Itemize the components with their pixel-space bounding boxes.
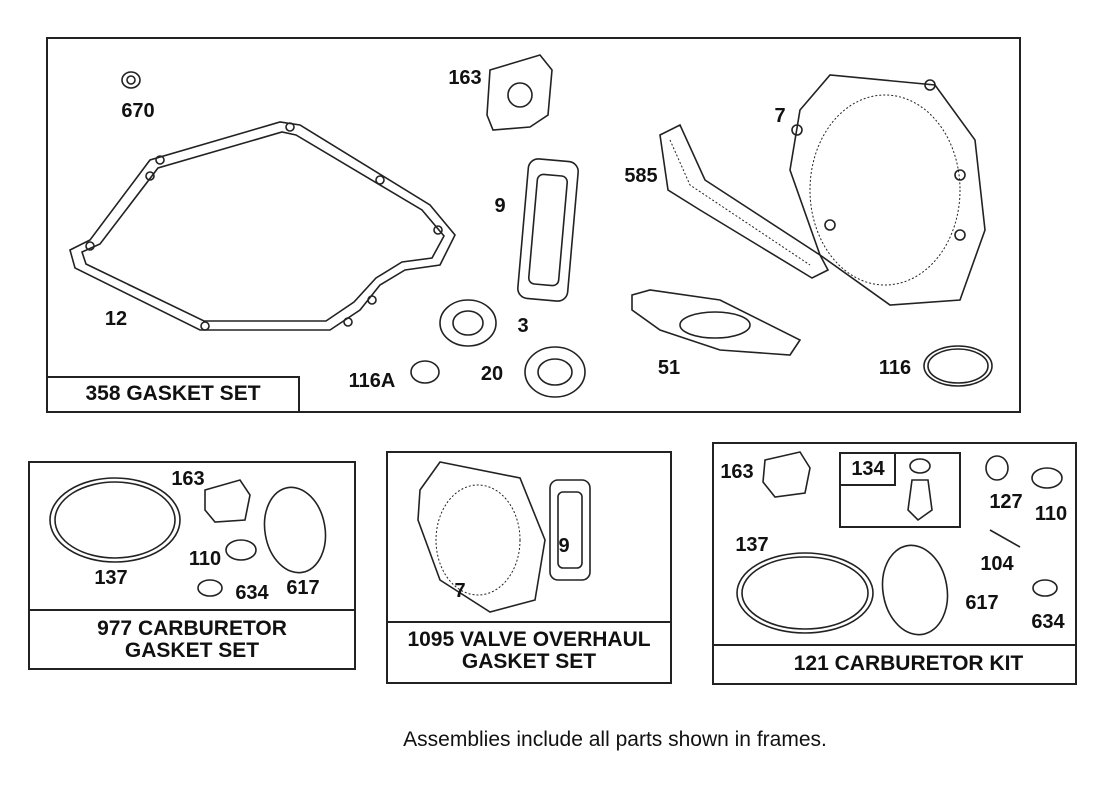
title-line-1: 1095 VALVE OVERHAUL xyxy=(407,628,651,651)
title-121-carburetor-kit: 121 CARBURETOR KIT xyxy=(793,652,1024,675)
title-box-1095 xyxy=(386,621,672,684)
seal-670 xyxy=(121,71,141,89)
part-label: 634 xyxy=(1031,611,1065,633)
oring-137c xyxy=(736,552,874,634)
title-line-2: GASKET SET xyxy=(461,650,597,673)
pin-104 xyxy=(989,529,1021,548)
part-label: 9 xyxy=(558,535,570,557)
frame-134-subassembly xyxy=(839,452,961,528)
title-box-358 xyxy=(46,376,300,413)
washer-110a xyxy=(225,539,257,561)
crankcase-gasket-12 xyxy=(69,121,456,331)
part-label: 634 xyxy=(235,582,269,604)
gasket-163a xyxy=(204,479,251,523)
part-label: 20 xyxy=(480,363,504,385)
gasket-51 xyxy=(631,289,802,356)
part-label: 51 xyxy=(657,357,681,379)
oring-617c xyxy=(881,544,949,636)
washer-110c xyxy=(1031,467,1063,489)
title-box-121 xyxy=(712,644,1077,685)
title-box-977 xyxy=(28,609,356,670)
oring-116 xyxy=(923,345,993,387)
part-label: 163 xyxy=(720,461,754,483)
part-label: 9 xyxy=(494,195,506,217)
part-label: 12 xyxy=(104,308,128,330)
oring-617a xyxy=(263,486,327,574)
head-gasket-7 xyxy=(789,74,986,306)
part-label: 110 xyxy=(1034,503,1068,525)
part-label-134: 134 xyxy=(851,458,885,480)
part-label: 617 xyxy=(965,592,999,614)
part-label: 670 xyxy=(121,100,155,122)
gasket-163 xyxy=(486,54,553,131)
part-label: 7 xyxy=(454,580,466,602)
oring-116A xyxy=(410,360,440,384)
needle-seat-icon xyxy=(909,458,931,474)
part-label: 617 xyxy=(286,577,320,599)
frame-358-gasket-set xyxy=(46,37,1021,413)
gasket-9b xyxy=(549,479,591,581)
title-line-2: GASKET SET xyxy=(124,639,260,662)
part-label: 7 xyxy=(774,105,786,127)
part-label: 3 xyxy=(517,315,529,337)
oring-137a xyxy=(49,477,181,563)
footer-note: Assemblies include all parts shown in fr… xyxy=(403,728,827,751)
part-label: 127 xyxy=(989,491,1023,513)
part-label: 163 xyxy=(171,468,205,490)
part-label: 163 xyxy=(448,67,482,89)
title-358-gasket-set: 358 GASKET SET xyxy=(85,382,261,405)
seal-20 xyxy=(524,346,586,398)
gasket-9 xyxy=(517,158,579,302)
head-gasket-7b xyxy=(417,461,546,613)
part-label: 110 xyxy=(188,548,222,570)
label-box-134 xyxy=(839,452,896,486)
part-label: 116A xyxy=(348,370,396,392)
gasket-163c xyxy=(762,451,811,498)
seal-634c xyxy=(1032,579,1058,597)
gasket-585 xyxy=(659,123,830,279)
plug-127 xyxy=(985,455,1009,481)
seal-3 xyxy=(439,299,497,347)
seal-634a xyxy=(197,579,223,597)
part-label: 104 xyxy=(980,553,1014,575)
part-label: 116 xyxy=(878,357,912,379)
part-label: 585 xyxy=(624,165,658,187)
part-label: 137 xyxy=(735,534,769,556)
inlet-needle-134 xyxy=(907,479,933,522)
title-line-1: 977 CARBURETOR xyxy=(97,617,287,640)
part-label: 137 xyxy=(94,567,128,589)
